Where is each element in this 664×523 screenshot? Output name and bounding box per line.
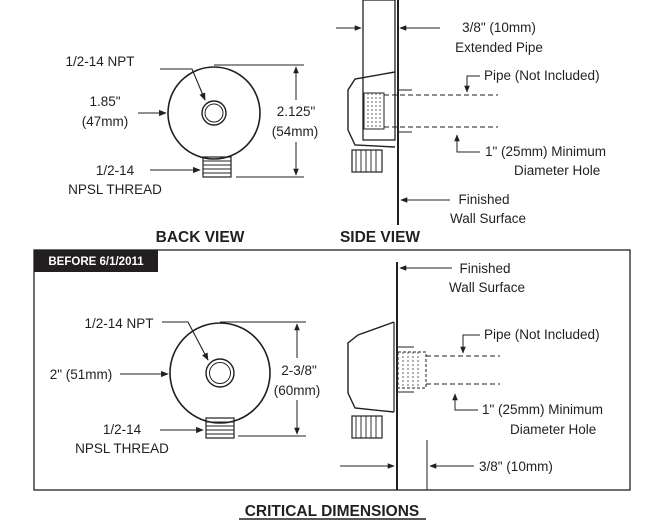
top-height-mm: (54mm) xyxy=(272,124,319,139)
top-wall-line2: Wall Surface xyxy=(450,211,526,226)
top-pipe-leader xyxy=(464,75,480,93)
bottom-pipe-leader xyxy=(460,334,480,354)
bottom-side-view: Finished Wall Surface Pipe (Not Included… xyxy=(340,261,603,490)
bottom-hole-line1: 1" (25mm) Minimum xyxy=(482,402,603,417)
bottom-threaded-insert-icon xyxy=(397,351,427,389)
bottom-thread-line1: 1/2-14 xyxy=(103,422,142,437)
top-thread-nipple-icon xyxy=(202,156,232,178)
top-hole-leader xyxy=(454,134,480,153)
before-2011-badge-text: BEFORE 6/1/2011 xyxy=(48,256,144,268)
before-2011-badge xyxy=(34,250,158,272)
top-extended-pipe-label: Extended Pipe xyxy=(455,40,543,55)
top-npt-leader xyxy=(160,68,206,101)
bottom-wall-line1: Finished xyxy=(459,261,510,276)
bottom-hole-leader xyxy=(452,393,478,411)
bottom-flange-circle xyxy=(169,322,271,424)
bottom-hole-line2: Diameter Hole xyxy=(510,422,596,437)
top-pipe-not-included-dashed xyxy=(384,94,498,128)
bottom-flange-body xyxy=(347,321,395,413)
top-threaded-insert-icon xyxy=(363,92,385,130)
top-hole-lines xyxy=(398,89,412,133)
bottom-outlet-outer-circle xyxy=(205,358,235,388)
bottom-pipe-dim-label: 3/8" (10mm) xyxy=(479,459,553,474)
bottom-pipe-not-included-label: Pipe (Not Included) xyxy=(484,327,600,342)
top-outlet-inner-circle xyxy=(204,103,224,123)
top-extended-pipe xyxy=(362,0,396,141)
top-hole-line1: 1" (25mm) Minimum xyxy=(485,144,606,159)
bottom-height-mm: (60mm) xyxy=(274,383,321,398)
top-flange-circle xyxy=(167,66,261,160)
top-hole-line2: Diameter Hole xyxy=(514,163,600,178)
before-2011-frame xyxy=(33,249,631,491)
bottom-hole-lines xyxy=(397,346,414,393)
bottom-npt-label: 1/2-14 NPT xyxy=(84,316,153,331)
bottom-height-in: 2-3/8" xyxy=(281,363,317,378)
top-pipe-not-included-label: Pipe (Not Included) xyxy=(484,68,600,83)
bottom-thread-nipple-icon xyxy=(205,417,235,439)
top-height-in: 2.125" xyxy=(277,104,316,119)
side-view-title: SIDE VIEW xyxy=(340,229,420,246)
top-back-view: 1/2-14 NPT 1.85" (47mm) 2.125" (54mm) 1/… xyxy=(65,54,318,197)
top-thread-line2: NPSL THREAD xyxy=(68,182,162,197)
top-outlet-outer-circle xyxy=(201,100,227,126)
bottom-wall-line2: Wall Surface xyxy=(449,280,525,295)
top-npt-label: 1/2-14 NPT xyxy=(65,54,134,69)
critical-dimensions-title: CRITICAL DIMENSIONS xyxy=(245,503,420,520)
bottom-thread-line2: NPSL THREAD xyxy=(75,441,169,456)
bottom-outlet-inner-circle xyxy=(209,362,231,384)
bottom-pipe-not-included-dashed xyxy=(426,355,500,385)
top-diameter-in: 1.85" xyxy=(89,94,120,109)
top-side-view: 3/8" (10mm) Extended Pipe Pipe (Not Incl… xyxy=(336,0,606,226)
top-thread-line1: 1/2-14 xyxy=(96,163,135,178)
bottom-side-nipple-icon xyxy=(351,415,383,439)
back-view-title: BACK VIEW xyxy=(156,229,245,246)
top-wall-line1: Finished xyxy=(458,192,509,207)
bottom-diameter-label: 2" (51mm) xyxy=(50,367,113,382)
top-flange-body xyxy=(347,71,396,148)
bottom-back-view: 1/2-14 NPT 2" (51mm) 2-3/8" (60mm) 1/2-1… xyxy=(50,316,321,456)
top-pipe-dim-label: 3/8" (10mm) xyxy=(462,20,536,35)
top-side-nipple-icon xyxy=(351,149,383,173)
top-diameter-mm: (47mm) xyxy=(82,114,129,129)
bottom-npt-leader xyxy=(162,321,209,361)
